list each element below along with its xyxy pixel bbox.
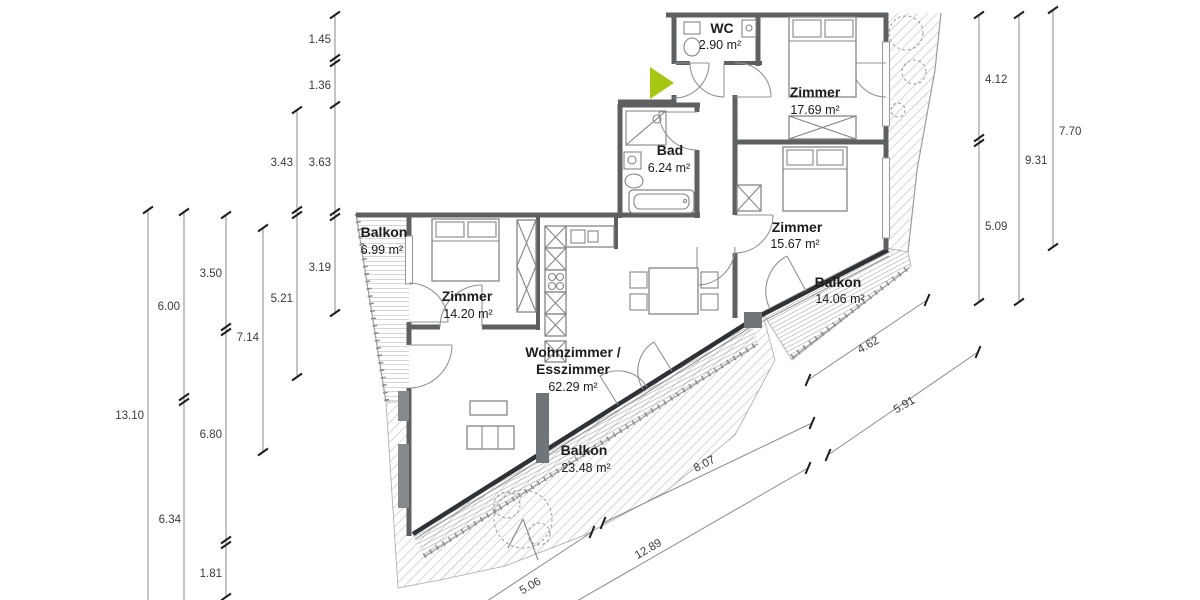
zimmer1-window-door: [851, 62, 887, 98]
furniture: [431, 16, 857, 561]
toilet: [683, 21, 701, 57]
svg-text:15.67 m²: 15.67 m²: [770, 237, 819, 251]
french-door: [599, 341, 673, 406]
svg-text:2.90 m²: 2.90 m²: [699, 38, 741, 52]
svg-text:WC: WC: [710, 20, 733, 36]
balcony-area-right: [761, 247, 912, 361]
svg-text:Zimmer: Zimmer: [790, 84, 841, 100]
sofa: [466, 425, 515, 450]
kitchen-counter: [544, 225, 615, 363]
room-label-wohnzimmer: Wohnzimmer / Esszimmer 62.29 m²: [525, 344, 621, 394]
bed: [788, 16, 857, 98]
washbasin: [741, 19, 757, 38]
svg-text:3.50: 3.50: [200, 268, 222, 280]
tree-icon: [493, 489, 553, 561]
svg-text:3.19: 3.19: [309, 262, 331, 274]
zimmer2-door: [734, 214, 774, 254]
shrub-icon: [888, 15, 927, 118]
bed: [782, 146, 848, 212]
svg-text:17.69 m²: 17.69 m²: [790, 103, 839, 117]
balcony-area-left: [354, 213, 409, 403]
svg-text:1.81: 1.81: [200, 568, 222, 580]
svg-text:3.43: 3.43: [271, 157, 293, 169]
wc-door: [689, 62, 725, 98]
svg-text:Esszimmer: Esszimmer: [536, 361, 610, 377]
room-label-balkon-1: Balkon 6.99 m²: [361, 224, 408, 257]
svg-text:6.80: 6.80: [200, 429, 222, 441]
svg-text:6.00: 6.00: [158, 301, 180, 313]
svg-text:5.91: 5.91: [892, 395, 917, 417]
wardrobe: [788, 115, 857, 140]
zimmer1-door: [734, 62, 772, 98]
svg-text:23.48 m²: 23.48 m²: [561, 461, 610, 475]
chimney-pillar: [536, 393, 549, 463]
dining-table: [629, 267, 719, 315]
room-label-zimmer-1: Zimmer 17.69 m²: [790, 84, 841, 117]
living-balcony-door-left: [408, 344, 453, 389]
bed: [431, 218, 500, 282]
svg-text:1.36: 1.36: [309, 80, 331, 92]
svg-text:13.10: 13.10: [115, 410, 144, 422]
svg-text:4.12: 4.12: [985, 74, 1007, 86]
wardrobe: [516, 219, 537, 313]
window: [882, 41, 890, 127]
svg-text:4.62: 4.62: [856, 335, 881, 357]
svg-text:62.29 m²: 62.29 m²: [548, 380, 597, 394]
zimmer3-balcony-door: [408, 282, 449, 323]
window-box: [398, 391, 409, 421]
toilet: [624, 173, 644, 189]
svg-text:1.45: 1.45: [309, 34, 331, 46]
svg-text:14.20 m²: 14.20 m²: [443, 307, 492, 321]
svg-text:6.24 m²: 6.24 m²: [648, 161, 690, 175]
window: [405, 235, 413, 285]
svg-text:3.63: 3.63: [309, 157, 331, 169]
shower: [625, 110, 667, 146]
room-label-balkon-3: Balkon 23.48 m²: [561, 442, 611, 475]
svg-text:Balkon: Balkon: [561, 442, 608, 458]
window: [882, 157, 890, 239]
svg-text:Balkon: Balkon: [815, 274, 862, 290]
svg-text:5.21: 5.21: [271, 293, 293, 305]
room-label-bad: Bad 6.24 m²: [648, 142, 690, 175]
room-label-zimmer-2: Zimmer 15.67 m²: [770, 219, 823, 251]
room-label-zimmer-3: Zimmer 14.20 m²: [442, 288, 493, 321]
svg-text:9.31: 9.31: [1025, 155, 1047, 167]
svg-text:12.89: 12.89: [633, 537, 664, 562]
window-box: [398, 444, 409, 508]
svg-text:Zimmer: Zimmer: [772, 219, 823, 235]
entrance-arrow-icon: [650, 67, 674, 99]
dimension-lines-left: 13.10 6.00 6.34 3.50 6.80 1.81 7.14 3.43…: [115, 10, 341, 600]
svg-text:Zimmer: Zimmer: [442, 288, 493, 304]
zimmer3-door: [439, 284, 483, 328]
washbasin: [623, 151, 642, 170]
doors: [408, 62, 887, 406]
bathtub: [628, 189, 695, 214]
walls: [356, 12, 890, 536]
svg-text:5.09: 5.09: [985, 221, 1007, 233]
svg-text:6.99 m²: 6.99 m²: [361, 243, 403, 257]
dimension-lines-right: 4.12 5.09 9.31 7.70: [973, 5, 1081, 307]
svg-text:Bad: Bad: [657, 142, 683, 158]
room-label-wc: WC 2.90 m²: [699, 20, 741, 52]
svg-text:7.14: 7.14: [237, 332, 260, 344]
facade-pillar: [744, 312, 762, 328]
svg-text:14.06 m²: 14.06 m²: [815, 292, 864, 306]
svg-text:7.70: 7.70: [1059, 126, 1081, 138]
svg-text:Balkon: Balkon: [361, 224, 408, 240]
wardrobe: [736, 184, 762, 212]
entry-door: [673, 62, 710, 99]
coffee-table: [469, 400, 508, 416]
svg-text:6.34: 6.34: [159, 514, 182, 526]
zimmer2-balcony-door: [765, 255, 807, 310]
room-label-balkon-2: Balkon 14.06 m²: [815, 274, 865, 306]
svg-text:Wohnzimmer /: Wohnzimmer /: [525, 344, 621, 360]
corridor-door: [696, 246, 736, 286]
garden-strip-right: [886, 12, 942, 253]
glass-facade: [411, 247, 890, 540]
